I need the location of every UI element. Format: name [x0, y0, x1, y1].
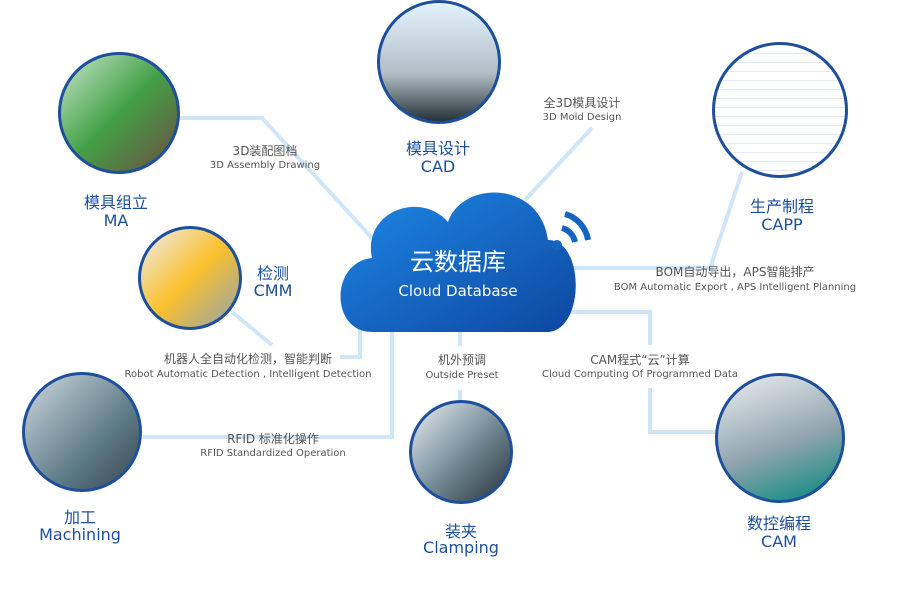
cad-image — [377, 0, 501, 124]
cad-label-zh: 模具设计 — [405, 139, 471, 158]
machining-label-en: Machining — [39, 525, 121, 544]
camcloud-link-zh: CAM程式“云”计算 — [590, 353, 690, 367]
line-ma — [180, 116, 374, 240]
cmm-label-zh: 检测 — [256, 264, 290, 283]
line-cmm — [230, 310, 274, 347]
clamping-label-en: Clamping — [423, 538, 499, 557]
cam-label-en: CAM — [761, 532, 797, 551]
robot-link-en: Robot Automatic Detection , Intelligent … — [124, 369, 372, 380]
capp-label-zh: 生产制程 — [749, 197, 815, 216]
bom-link-zh: BOM自动导出，APS智能排产 — [655, 265, 815, 279]
assembly-link-en: 3D Assembly Drawing — [209, 160, 321, 171]
robot-link-zh: 机器人全自动化检测，智能判断 — [163, 352, 333, 366]
rfid-link-en: RFID Standardized Operation — [200, 448, 346, 459]
machining-image — [22, 372, 142, 492]
cam-image — [715, 373, 845, 503]
cad-label-en: CAD — [420, 157, 456, 176]
bom-link-en: BOM Automatic Export , APS Intelligent P… — [613, 282, 857, 293]
line-cam-bottom — [648, 388, 716, 434]
wifi-icon — [552, 211, 591, 250]
center-title-en: Cloud Database — [398, 282, 518, 300]
cmm-label-en: CMM — [253, 281, 293, 300]
cam-label-zh: 数控编程 — [746, 514, 812, 533]
camcloud-link-en: Cloud Computing Of Programmed Data — [542, 369, 738, 380]
rfid-link-zh: RFID 标准化操作 — [227, 432, 319, 446]
mold-link-en: 3D Mold Design — [542, 112, 622, 123]
line-cad — [523, 126, 594, 202]
cloud-shape — [340, 192, 576, 332]
preset-link-en: Outside Preset — [425, 370, 499, 381]
capp-label-en: CAPP — [761, 215, 803, 234]
ma-image — [58, 52, 180, 174]
capp-image — [712, 42, 848, 178]
clamping-label-zh: 装夹 — [444, 522, 478, 541]
machining-label-zh: 加工 — [63, 508, 97, 527]
mold-link-zh: 全3D模具设计 — [543, 96, 621, 110]
assembly-link-zh: 3D装配图档 — [232, 144, 298, 158]
line-robot — [340, 328, 362, 359]
line-rfid — [143, 330, 394, 439]
ma-label-en: MA — [103, 211, 129, 230]
ma-label-zh: 模具组立 — [83, 193, 149, 212]
clamping-image — [409, 400, 513, 504]
line-capp — [565, 171, 744, 270]
line-cam-top — [560, 310, 652, 345]
center-title-zh: 云数据库 — [410, 248, 506, 276]
preset-link-zh: 机外预调 — [437, 353, 487, 367]
cmm-image — [138, 226, 242, 330]
